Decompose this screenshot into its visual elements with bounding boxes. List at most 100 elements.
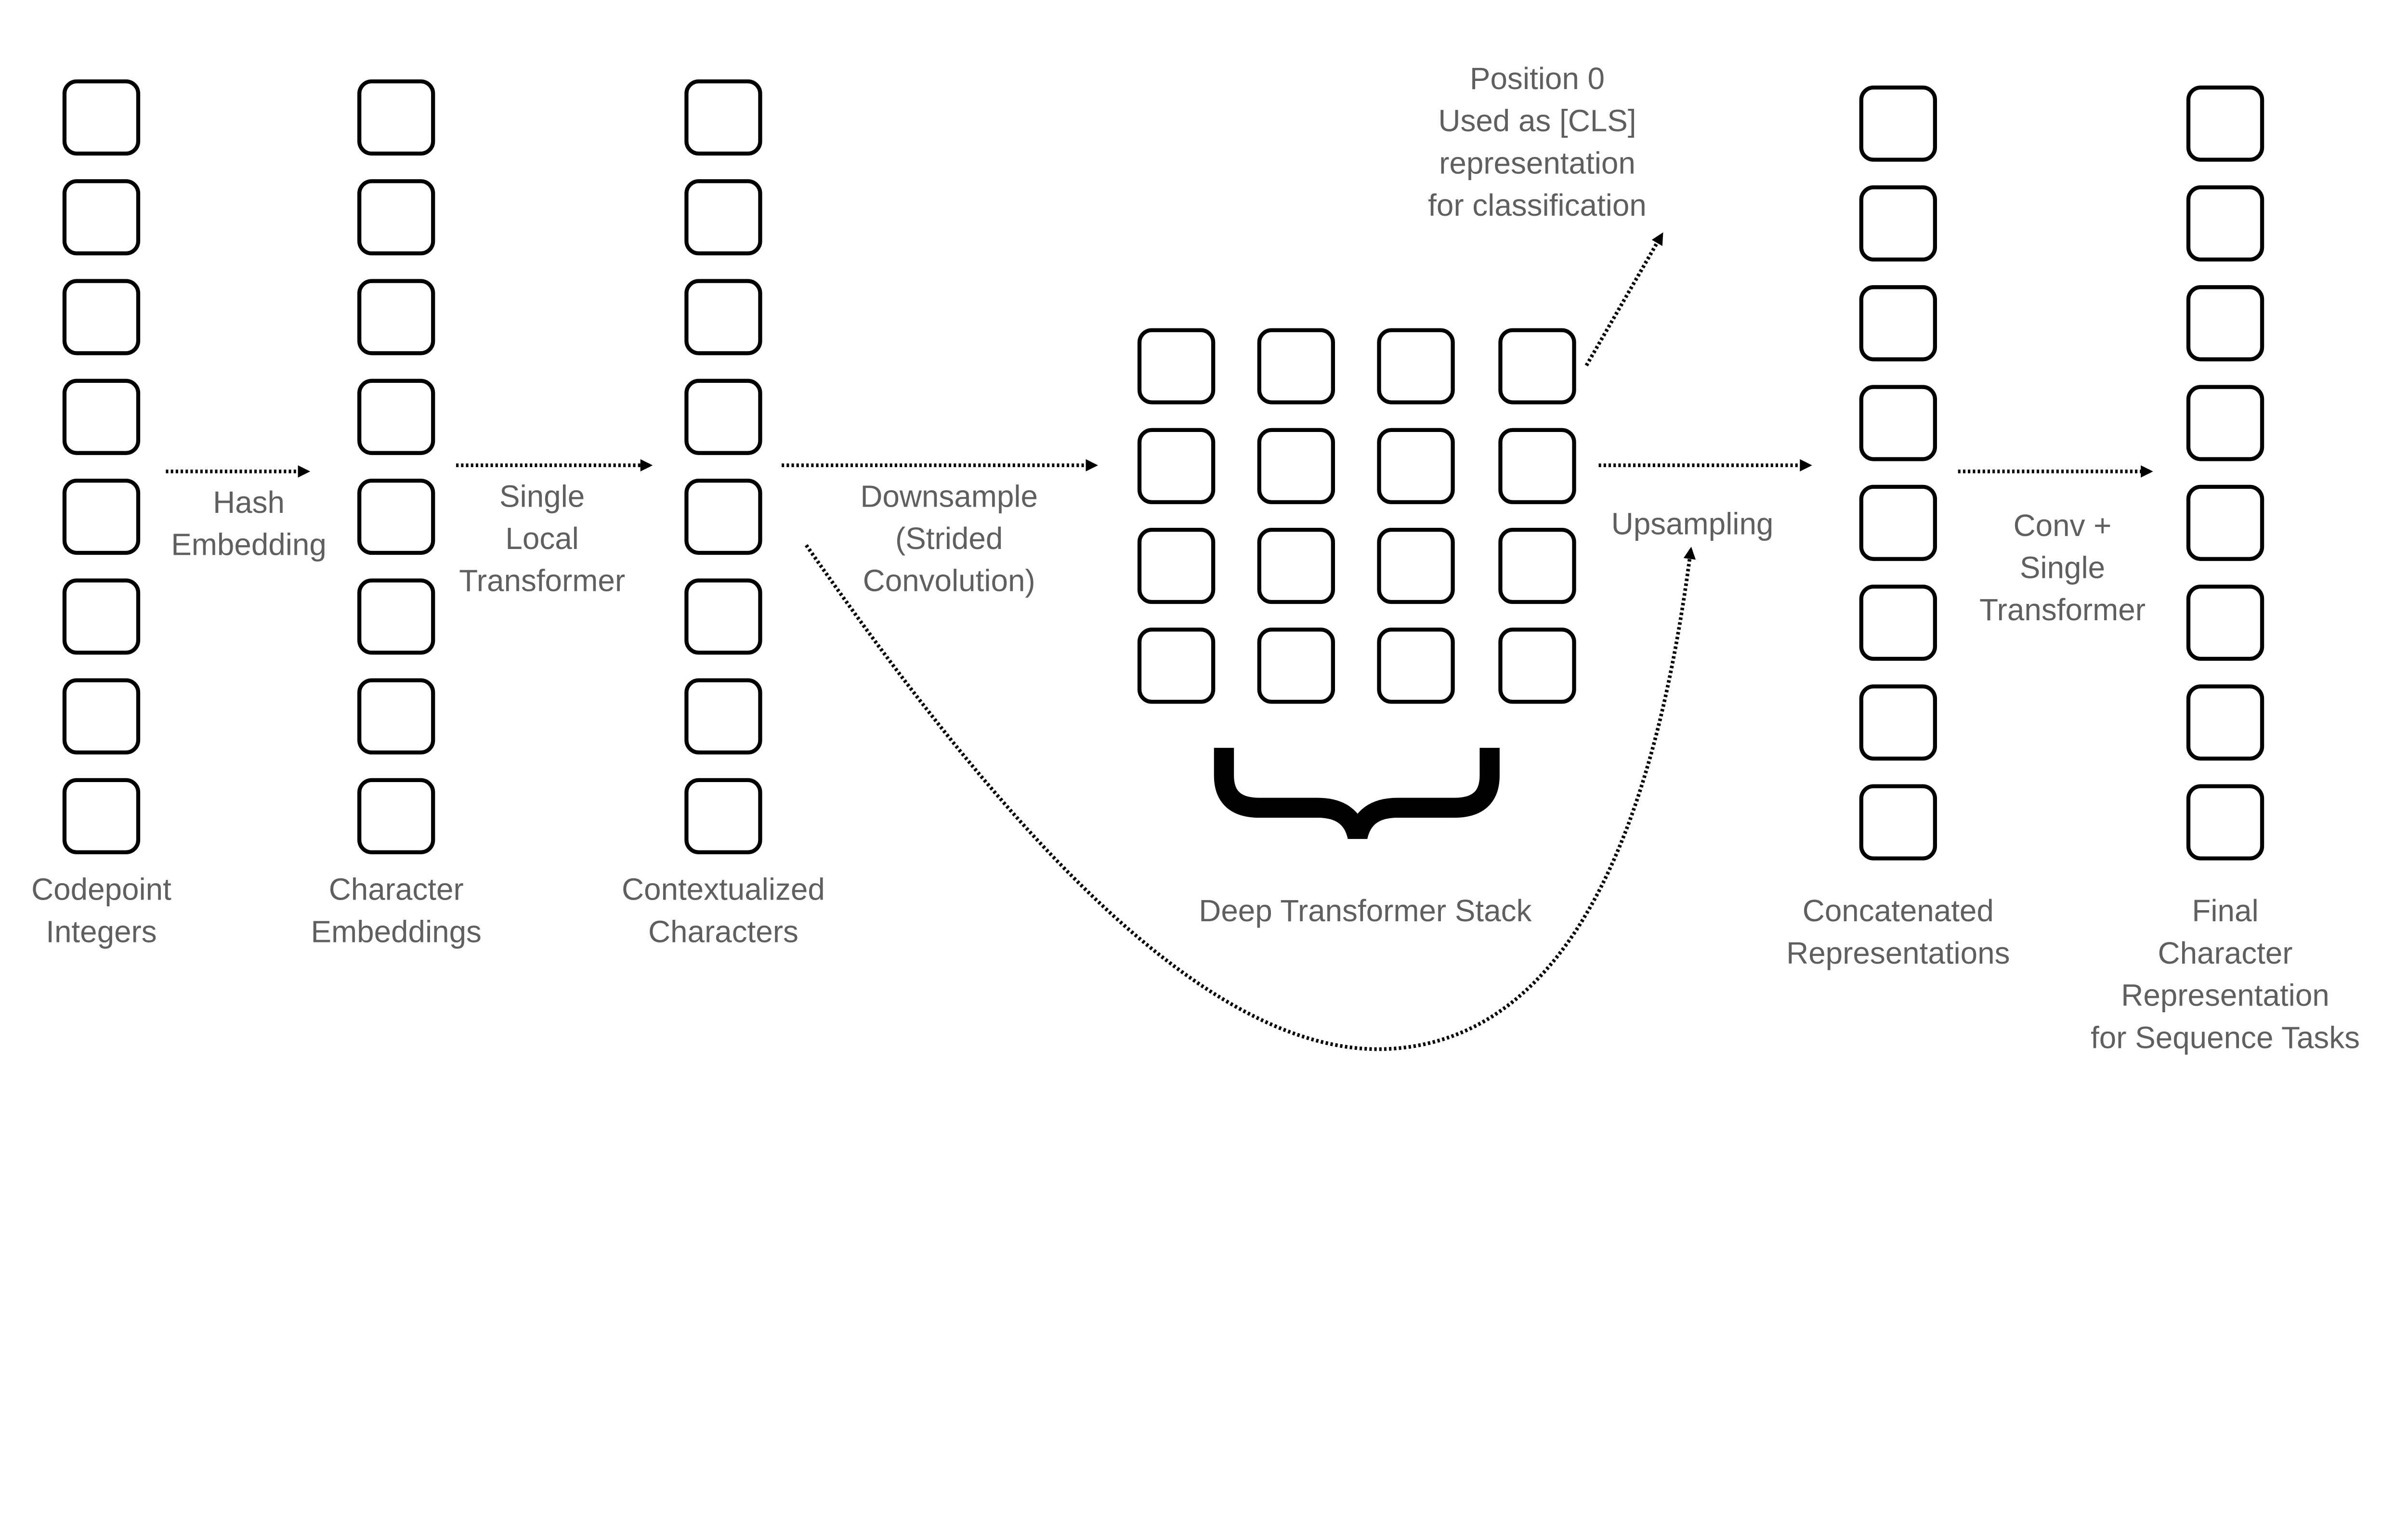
column-label-3-line: Concatenated <box>1803 893 1994 928</box>
deep-stack-label: Deep Transformer Stack <box>1199 893 1531 928</box>
local-transformer-label-line: Transformer <box>459 563 625 598</box>
hash-embedding-label-line: Embedding <box>171 527 327 562</box>
column-4-cell <box>2186 484 2264 561</box>
downsample-label-line: Convolution) <box>863 563 1035 598</box>
column-2-cell <box>684 778 762 854</box>
column-label-0-line: Integers <box>46 914 157 949</box>
column-4-cell <box>2186 584 2264 661</box>
column-3-cell <box>1859 285 1937 362</box>
column-4-cell <box>2186 684 2264 761</box>
column-2-cell <box>684 179 762 256</box>
column-3-cell <box>1859 784 1937 861</box>
deep-stack-brace <box>1214 747 1500 840</box>
column-3-cell <box>1859 484 1937 561</box>
deep-stack-cell <box>1137 527 1216 604</box>
deep-stack-cell <box>1377 527 1455 604</box>
upsampling-label-line: Upsampling <box>1611 507 1774 541</box>
column-1-cell <box>357 379 435 455</box>
deep-stack-cell <box>1257 527 1335 604</box>
cls-note: Position 0 Used as [CLS] representation for… <box>1428 61 1647 222</box>
column-3-cell <box>1859 584 1937 661</box>
cls-note-line: Position 0 <box>1470 61 1605 96</box>
column-2-cell <box>684 379 762 455</box>
column-label-4-line: Representation <box>2121 978 2329 1013</box>
column-1-cell <box>357 778 435 854</box>
cls-note-line: Used as [CLS] <box>1438 104 1636 138</box>
final-transformer-label-line: Single <box>2020 550 2105 585</box>
deep-stack-cell <box>1498 527 1576 604</box>
column-0-cell <box>62 79 141 156</box>
deep-stack-cell <box>1257 627 1335 704</box>
column-1-cell <box>357 279 435 355</box>
final-transformer-label-line: Conv + <box>2014 508 2112 543</box>
deep-stack-cell <box>1498 627 1576 704</box>
column-3-cell <box>1859 684 1937 761</box>
column-0-cell <box>62 179 141 256</box>
column-2-cell <box>684 478 762 555</box>
column-3-cell <box>1859 185 1937 262</box>
cls-arrow <box>1584 232 1663 366</box>
column-3-cell <box>1859 385 1937 461</box>
local-transformer-label-line: Single <box>499 479 585 513</box>
column-2-cell <box>684 578 762 655</box>
cell-boxes <box>62 79 2264 861</box>
deep-stack-cell <box>1377 328 1455 405</box>
column-1-cell <box>357 478 435 555</box>
column-1-cell <box>357 179 435 256</box>
column-1-cell <box>357 678 435 755</box>
deep-stack-cell <box>1377 428 1455 504</box>
cls-note-line: representation <box>1439 145 1636 180</box>
column-4-cell <box>2186 385 2264 461</box>
column-label-4-line: Character <box>2158 936 2293 970</box>
column-2-cell <box>684 279 762 355</box>
column-label-3-line: Representations <box>1786 936 2010 970</box>
column-4-cell <box>2186 185 2264 262</box>
upsampling-label: Upsampling <box>1611 507 1774 541</box>
deep-stack-cell <box>1498 328 1576 405</box>
column-1-cell <box>357 79 435 156</box>
local-transformer-label-line: Local <box>505 521 578 556</box>
cls-note-line: for classification <box>1428 188 1647 222</box>
column-1-cell <box>357 578 435 655</box>
column-label-4-line: Final <box>2192 893 2258 928</box>
deep-stack-cell <box>1257 328 1335 405</box>
column-label-1-line: Character <box>329 872 464 907</box>
deep-stack-cell <box>1498 428 1576 504</box>
residual-skip-arrow <box>804 544 1696 1051</box>
hash-embedding-label-line: Hash <box>213 485 285 520</box>
column-0-cell <box>62 279 141 355</box>
column-0-cell <box>62 478 141 555</box>
deep-stack-cell <box>1137 627 1216 704</box>
column-4-cell <box>2186 285 2264 362</box>
column-label-4-line: for Sequence Tasks <box>2091 1020 2360 1055</box>
column-3-cell <box>1859 85 1937 162</box>
column-label-2-line: Characters <box>648 914 798 949</box>
column-label-1-line: Embeddings <box>311 914 481 949</box>
downsample-label-line: Downsample <box>860 479 1038 513</box>
column-label-0-line: Codepoint <box>31 872 171 907</box>
column-0-cell <box>62 379 141 455</box>
deep-stack-cell <box>1137 328 1216 405</box>
deep-stack-cell <box>1137 428 1216 504</box>
column-2-cell <box>684 678 762 755</box>
column-label-2-line: Contextualized <box>622 872 825 907</box>
column-0-cell <box>62 778 141 854</box>
deep-stack-cell <box>1377 627 1455 704</box>
column-2-cell <box>684 79 762 156</box>
downsample-label-line: (Strided <box>895 521 1003 556</box>
column-0-cell <box>62 578 141 655</box>
column-4-cell <box>2186 85 2264 162</box>
deep-stack-cell <box>1257 428 1335 504</box>
column-4-cell <box>2186 784 2264 861</box>
